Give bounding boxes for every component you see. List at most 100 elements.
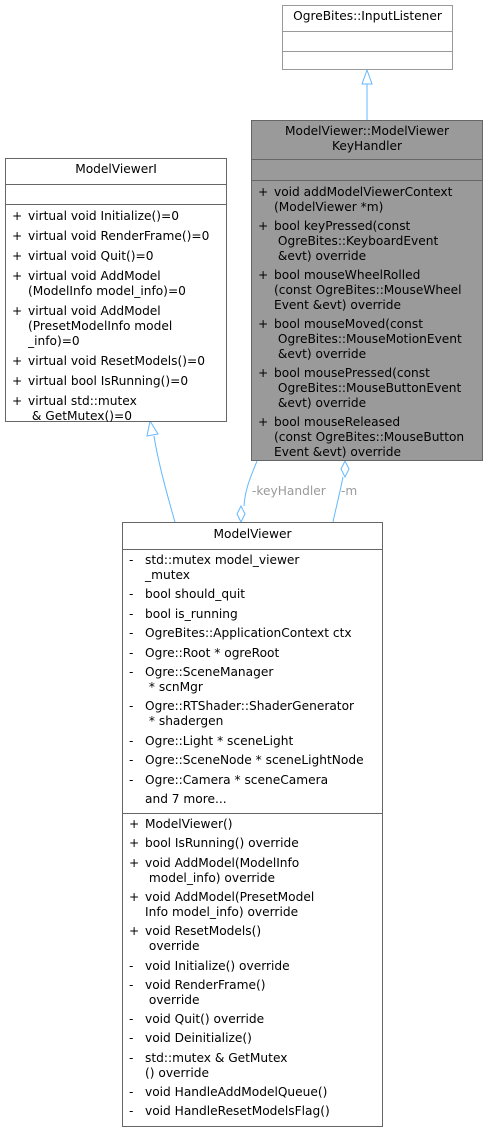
member-text: bool mouseWheelRolled [274, 268, 421, 282]
method-row[interactable]: -void HandleAddModelQueue() [123, 1085, 382, 1100]
member-text: void HandleResetModelsFlag() [145, 1104, 330, 1119]
method-row[interactable]: +virtual void Quit()=0 [6, 249, 226, 264]
method-row[interactable]: +virtual bool IsRunning()=0 [6, 374, 226, 389]
attribute-row[interactable]: -std::mutex model_viewer_mutex [123, 553, 382, 583]
attribute-row[interactable]: -Ogre::SceneManager * scnMgr [123, 665, 382, 695]
member-text: Event &evt) override [274, 445, 402, 459]
method-row[interactable]: + bool IsRunning() override [123, 836, 382, 851]
attribute-row[interactable]: -Ogre::Camera * sceneCamera [123, 773, 382, 788]
visibility-marker: + [129, 855, 140, 870]
attribute-row[interactable]: -bool is_running [123, 607, 382, 622]
method-row[interactable]: +void addModelViewerContext(ModelViewer … [252, 185, 482, 215]
composition-diamond-keyhandler [236, 504, 246, 524]
attributes-section [283, 31, 452, 51]
visibility-marker: - [129, 733, 134, 748]
method-row[interactable]: +virtual void AddModel(ModelInfo model_i… [6, 269, 226, 299]
member-text: (const OgreBites::MouseButton [274, 430, 465, 444]
member-text: (const OgreBites::MouseWheel [274, 283, 462, 297]
method-row[interactable]: + bool mouseWheelRolled(const OgreBites::… [252, 268, 482, 313]
member-text: () override [145, 1065, 209, 1080]
member-text: bool mouseReleased [274, 415, 401, 429]
member-text: void Initialize() override [145, 958, 290, 973]
member-text: & GetMutex()=0 [28, 409, 132, 423]
attribute-row[interactable]: -bool should_quit [123, 587, 382, 602]
method-row[interactable]: +virtual void ResetModels()=0 [6, 354, 226, 369]
method-row[interactable]: +void AddModel(ModelInfo model_info) ove… [123, 856, 382, 886]
class-input-listener[interactable]: OgreBites::InputListener [282, 5, 453, 70]
member-text: void AddModel(PresetModel [145, 889, 315, 904]
method-row[interactable]: +bool keyPressed(const OgreBites::Keyboa… [252, 219, 482, 264]
member-text: bool should_quit [145, 587, 246, 602]
member-text: void AddModel(ModelInfo [145, 855, 300, 870]
member-text: virtual void AddModel [28, 269, 161, 283]
method-row[interactable]: -void HandleResetModelsFlag() [123, 1104, 382, 1119]
attribute-row[interactable]: and 7 more... [123, 792, 382, 807]
method-row[interactable]: + virtual void Initialize()=0 [6, 209, 226, 224]
member-text: Event &evt) override [274, 298, 402, 312]
inheritance-arrowhead-modelvieweri [146, 419, 159, 437]
attribute-row[interactable]: -Ogre::RTShader::ShaderGenerator * shade… [123, 699, 382, 729]
member-text: &evt) override [274, 249, 367, 263]
member-text: * shadergen [145, 714, 224, 729]
method-row[interactable]: + bool mouseReleased(const OgreBites::Mou… [252, 415, 482, 460]
method-row[interactable]: -void Deinitialize() [123, 1031, 382, 1046]
member-text: _mutex [145, 568, 190, 582]
member-text: Ogre::SceneManager [145, 665, 274, 679]
member-text: Info model_info) override [145, 904, 299, 919]
attribute-row[interactable]: -Ogre::Light * sceneLight [123, 734, 382, 749]
visibility-marker: + [12, 229, 23, 243]
member-text: void ResetModels() [145, 924, 262, 939]
method-row[interactable]: +virtual void AddModel(PresetModelInfo m… [6, 304, 226, 349]
visibility-marker: + [258, 219, 269, 233]
inheritance-arrowhead-inputlistener [361, 68, 373, 85]
member-text: bool IsRunning() override [145, 836, 299, 851]
method-row[interactable]: -std::mutex & GetMutex() override [123, 1051, 382, 1081]
member-text: Ogre::Root * ogreRoot [145, 645, 280, 660]
method-row[interactable]: -void Quit() override [123, 1012, 382, 1027]
visibility-marker: + [12, 394, 23, 408]
visibility-marker: + [129, 836, 140, 851]
member-text: (PresetModelInfo model [28, 319, 173, 333]
member-text: ModelViewer() [145, 817, 233, 831]
method-row[interactable]: +virtual std::mutex & GetMutex()=0 [6, 394, 226, 424]
method-row[interactable]: + virtual void RenderFrame()=0 [6, 229, 226, 244]
method-row[interactable]: +bool mousePressed(const OgreBites::Mous… [252, 366, 482, 411]
edge-label-m: -m [341, 484, 358, 498]
class-title: ModelViewer [213, 527, 292, 541]
method-row[interactable]: +ModelViewer() [123, 817, 382, 832]
visibility-marker: + [258, 268, 269, 282]
visibility-marker: - [129, 1085, 134, 1099]
visibility-marker: - [129, 1050, 134, 1065]
method-row[interactable]: + void ResetModels() override [123, 924, 382, 954]
method-row[interactable]: +bool mouseMoved(const OgreBites::MouseM… [252, 317, 482, 362]
visibility-marker: + [12, 209, 23, 223]
member-text: Ogre::Camera * sceneCamera [145, 772, 329, 787]
member-text: void addModelViewerContext [274, 185, 453, 199]
member-text: bool is_running [145, 606, 238, 621]
attribute-row[interactable]: -OgreBites::ApplicationContext ctx [123, 626, 382, 641]
method-row[interactable]: -void Initialize() override [123, 959, 382, 974]
class-title-line: KeyHandler [331, 139, 403, 153]
member-text: bool keyPressed(const [274, 219, 411, 233]
visibility-marker: + [12, 354, 23, 368]
class-model-viewer[interactable]: ModelViewer -std::mutex model_viewer_mut… [122, 522, 383, 1127]
class-model-viewer-i[interactable]: ModelViewerI +virtual void Initialize()=… [5, 158, 227, 424]
member-text: virtual bool IsRunning()=0 [28, 374, 189, 388]
attribute-row[interactable]: -Ogre::Root * ogreRoot [123, 646, 382, 661]
inheritance-edge-modelviewer-modelvieweri [153, 435, 176, 523]
member-text: virtual void RenderFrame()=0 [28, 229, 210, 243]
member-text: virtual void Initialize()=0 [28, 209, 179, 223]
composition-edge-m [332, 476, 344, 523]
member-text: Ogre::SceneNode * sceneLightNode [145, 753, 364, 768]
visibility-marker: - [129, 753, 134, 768]
visibility-marker: + [258, 415, 269, 429]
attribute-row[interactable]: -Ogre::SceneNode * sceneLightNode [123, 753, 382, 768]
visibility-marker: + [129, 924, 140, 939]
member-text: void Deinitialize() [145, 1031, 252, 1046]
member-text: (ModelInfo model_info)=0 [28, 284, 186, 298]
member-text: override [145, 939, 200, 954]
class-key-handler[interactable]: ModelViewer::ModelViewer KeyHandler +voi… [251, 120, 483, 461]
methods-section: +ModelViewer()+bool IsRunning() override… [123, 813, 382, 1129]
method-row[interactable]: -void RenderFrame() override [123, 978, 382, 1008]
